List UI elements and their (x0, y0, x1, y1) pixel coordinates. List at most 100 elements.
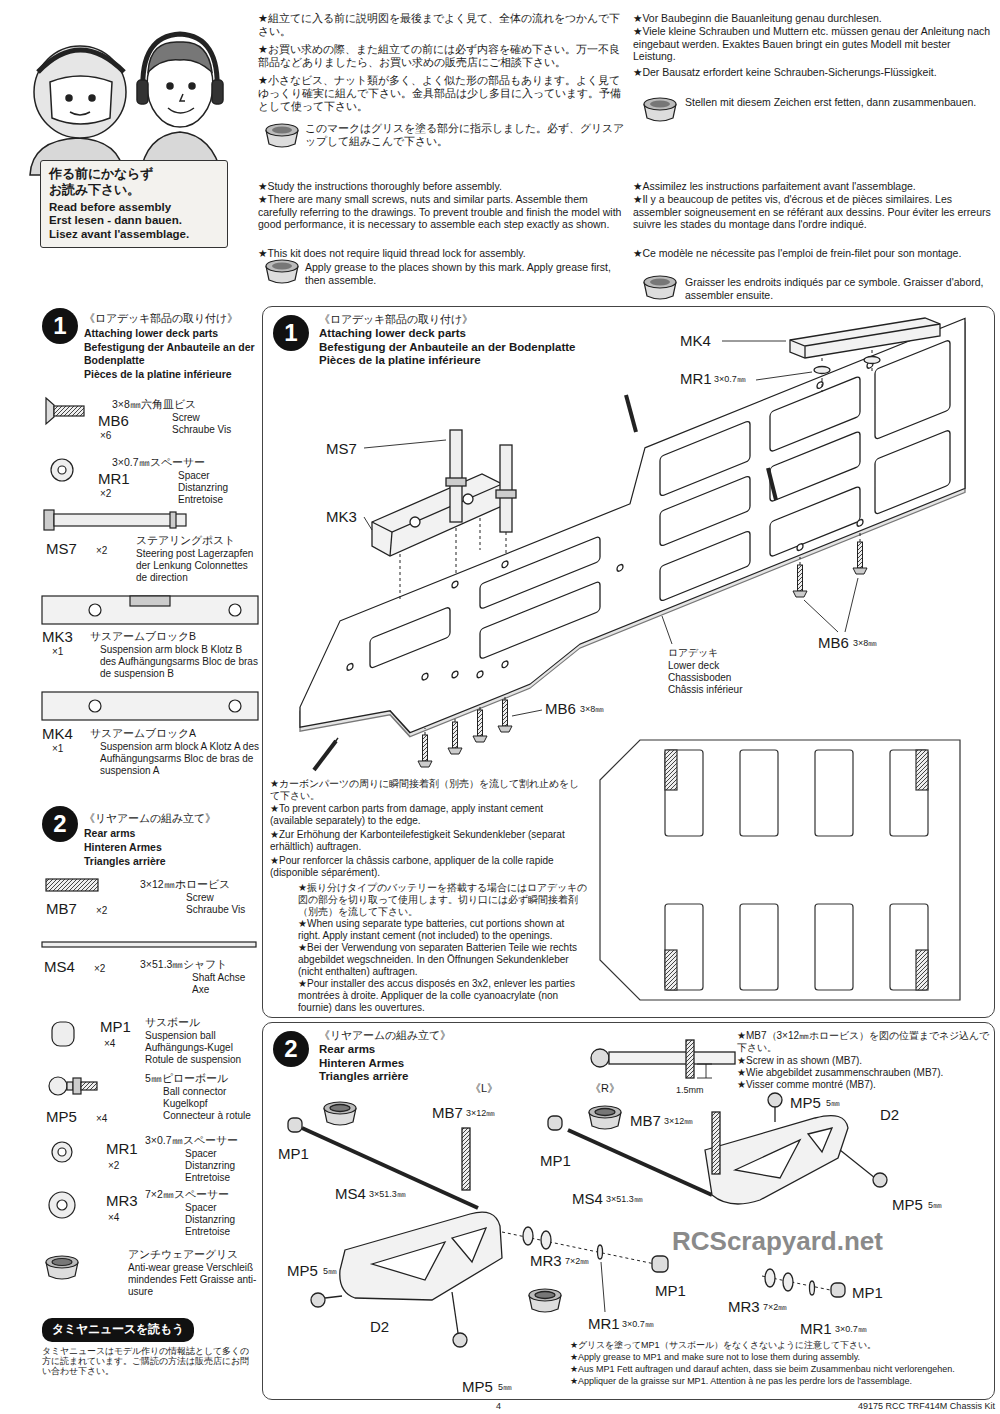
label-text: 5㎜ (928, 1200, 942, 1211)
label-text: 3×51.3㎜シャフト (140, 958, 227, 971)
rear-arm-drawing (302, 1128, 478, 1208)
lower-deck-drawing (364, 341, 858, 716)
label-text: ×1 (52, 646, 63, 658)
part-code: MR1 (680, 370, 712, 388)
rear-arm-drawing (452, 1292, 458, 1333)
label-text: 1.5mm (676, 1085, 704, 1096)
lower-deck-drawing (860, 533, 861, 542)
cutout-diagram (665, 904, 703, 990)
lower-deck-drawing (793, 565, 807, 597)
part-icons (46, 1256, 78, 1279)
label-text: Anti-wear grease Verschleiß mindendes Fe… (128, 1262, 258, 1298)
step-heading: Befestigung der Anbauteile an der Bodenp… (319, 341, 575, 355)
lower-deck-drawing (845, 578, 858, 632)
lower-deck-drawing (506, 532, 507, 556)
cartoon (180, 94, 185, 101)
lower-deck-drawing (502, 560, 508, 568)
label-text: ロアデッキ (668, 647, 718, 659)
lower-deck-drawing (505, 695, 506, 700)
rear-arm-drawing (831, 1283, 845, 1297)
part-code: MP1 (852, 1284, 883, 1302)
step-heading: Hinteren Armes (319, 1057, 451, 1071)
part-code: MP1 (655, 1282, 686, 1300)
rear-arm-drawing (453, 1333, 467, 1347)
part-code: MK4 (680, 332, 711, 350)
label-text: Pièces de la platine inférieure (84, 368, 262, 381)
frame-heading: 《ロアデッキ部品の取り付け》Attaching lower deck parts… (319, 313, 575, 368)
rear-arm-drawing (697, 1064, 712, 1078)
part-icons (51, 459, 73, 481)
part-icons (44, 510, 54, 530)
part-icons (89, 604, 101, 616)
label-text: 5㎜ピローボール (145, 1072, 228, 1085)
lower-deck-drawing (857, 519, 863, 527)
label-text: ★カーボンパーツの周りに瞬間接着剤（別売）を流して割れ止めをして下さい。 (270, 778, 582, 802)
label-text: Rear arms (84, 827, 135, 840)
lower-deck-drawing (410, 517, 420, 527)
part-code: MR1 (800, 1320, 832, 1338)
rear-arm-drawing (589, 1106, 621, 1129)
label-text: タミヤニュースはモデル作りの情報誌として多くの方に読まれています。ご購読の方法は… (42, 1346, 257, 1377)
lower-deck-drawing (347, 663, 353, 671)
label-text: Apply grease to the places shown by this… (305, 261, 625, 286)
part-code: MB6 (545, 700, 576, 718)
lower-deck-drawing (626, 395, 636, 432)
label-text: アンチウェアーグリス (128, 1248, 238, 1261)
rear-arm-drawing (340, 1212, 502, 1300)
step-heading: 《ロアデッキ部品の取り付け》 (319, 313, 575, 327)
label-text: ×2 (108, 1160, 119, 1172)
label-text: 《リヤアームの組み立て》 (84, 812, 216, 825)
label-text: 3×0.7㎜スペーサー (145, 1134, 238, 1147)
grease-mark (266, 124, 298, 147)
lower-deck-drawing (770, 376, 860, 452)
lower-deck-drawing (300, 318, 965, 777)
part-code: D2 (370, 1318, 389, 1336)
rear-arm-drawing (705, 1116, 848, 1204)
label-text: ★Viele kleine Schrauben und Muttern etc.… (633, 25, 993, 63)
label-text: ★振り分けタイプのバッテリーを搭載する場合にはロアデッキの図の部分を切り取って使… (298, 882, 588, 918)
label-text: ★Il y a beaucoup de petites vis, d'écrou… (633, 193, 993, 231)
step-number-text: 1 (284, 319, 297, 347)
cartoon (38, 50, 124, 72)
step-heading: Pièces de la platine inférieure (319, 354, 575, 368)
lower-deck-drawing (512, 710, 542, 716)
label-text: ★Bei der Verwendung von separaten Batter… (298, 942, 588, 978)
label-text: ★お買い求めの際、また組立ての前には必ず内容を確め下さい。万一不良部品などありま… (258, 43, 628, 69)
lower-deck-drawing (400, 548, 401, 600)
cutout-diagram (815, 904, 853, 990)
label-text: Triangles arrière (84, 855, 166, 868)
lower-deck-drawing (872, 368, 873, 372)
rear-arm-drawing (873, 1173, 887, 1187)
label-text: Suspension arm block B Klotz B des Aufhä… (100, 644, 260, 680)
part-icons (170, 512, 176, 528)
label-text: 《L》 (470, 1082, 498, 1095)
part-code: MR1 (588, 1315, 620, 1333)
lower-deck-drawing (480, 536, 600, 609)
lower-deck-drawing (446, 478, 466, 486)
label-text: ★Vor Baubeginn die Bauanleitung genau du… (633, 12, 993, 25)
label-text: 3×8㎜ (853, 638, 877, 649)
label-text: Spacer Distanzring Entretoise (185, 1202, 253, 1238)
board-text: Read before assembly (49, 201, 219, 215)
step-number: 2 (42, 806, 78, 842)
label-text: 3×0.7㎜ (622, 1319, 654, 1330)
lower-deck-drawing (498, 700, 512, 732)
lower-deck-drawing (372, 484, 502, 532)
part-icons (46, 398, 54, 424)
part-code: MB7 (432, 1104, 463, 1122)
lower-deck-drawing (502, 660, 508, 668)
cutout-diagram (740, 750, 778, 836)
part-code: MR1 (98, 470, 130, 488)
part-code: MS7 (326, 440, 357, 458)
label-text: 7×2㎜スペーサー (145, 1188, 229, 1201)
label-text: 4 (496, 1401, 501, 1412)
label-text: 3×51.3㎜ (606, 1194, 643, 1205)
rear-arm-drawing (768, 1093, 782, 1107)
lower-deck-drawing (814, 367, 830, 374)
rear-arm-drawing (548, 1116, 562, 1130)
label-text: ★Apply grease to MP1 and make sure not t… (570, 1352, 990, 1363)
lower-deck-drawing (370, 340, 950, 719)
rear-arm-drawing (686, 1040, 694, 1078)
part-icons (81, 1082, 97, 1090)
label-text: ★Visser comme montré (MB7). (737, 1079, 992, 1091)
